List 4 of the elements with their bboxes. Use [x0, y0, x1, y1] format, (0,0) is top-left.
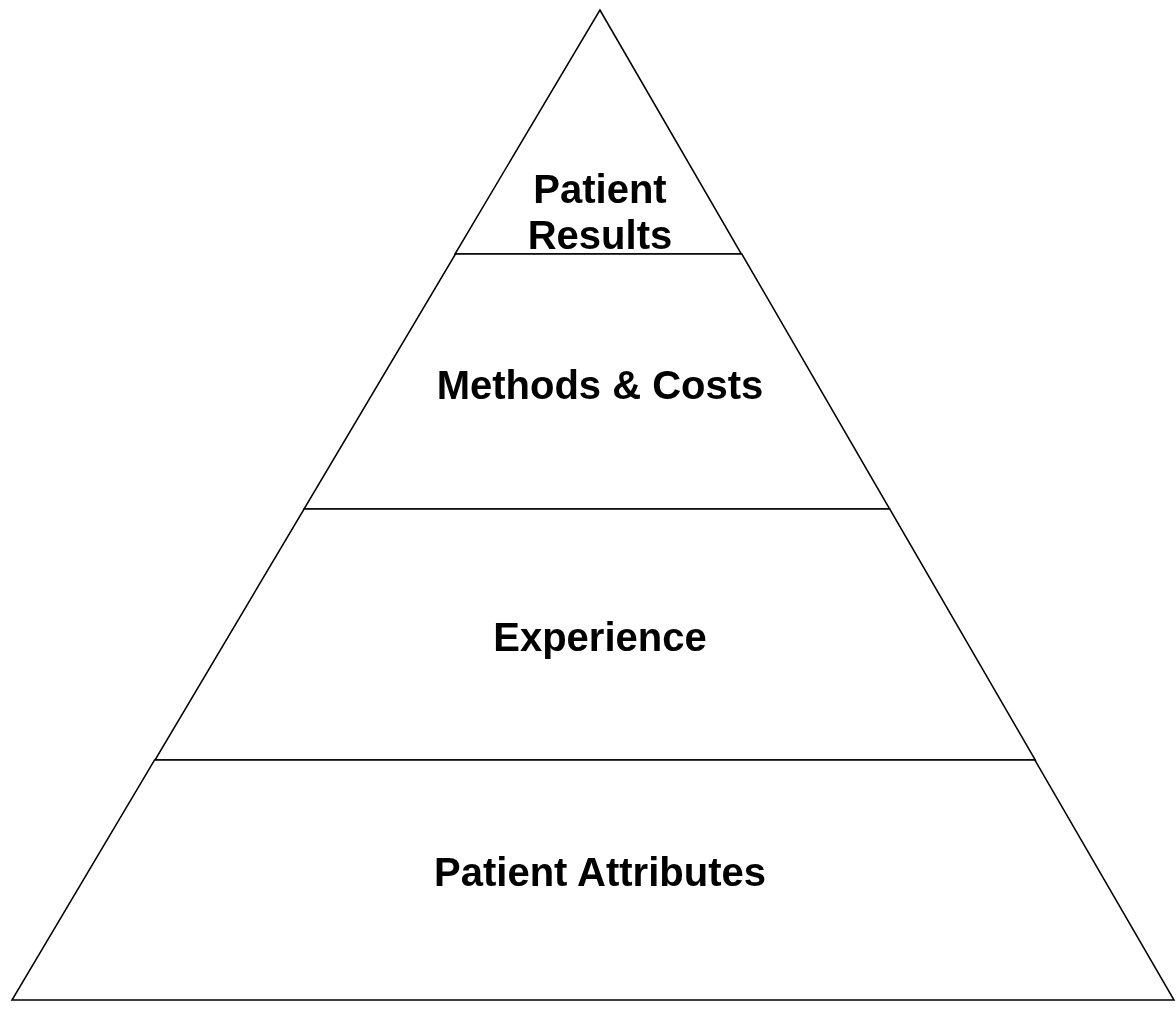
- tier-label: Experience: [492, 614, 708, 660]
- tier-label: Patient Results: [526, 166, 674, 258]
- tier-label: Patient Attributes: [433, 849, 767, 895]
- tier-label: Methods & Costs: [435, 362, 765, 408]
